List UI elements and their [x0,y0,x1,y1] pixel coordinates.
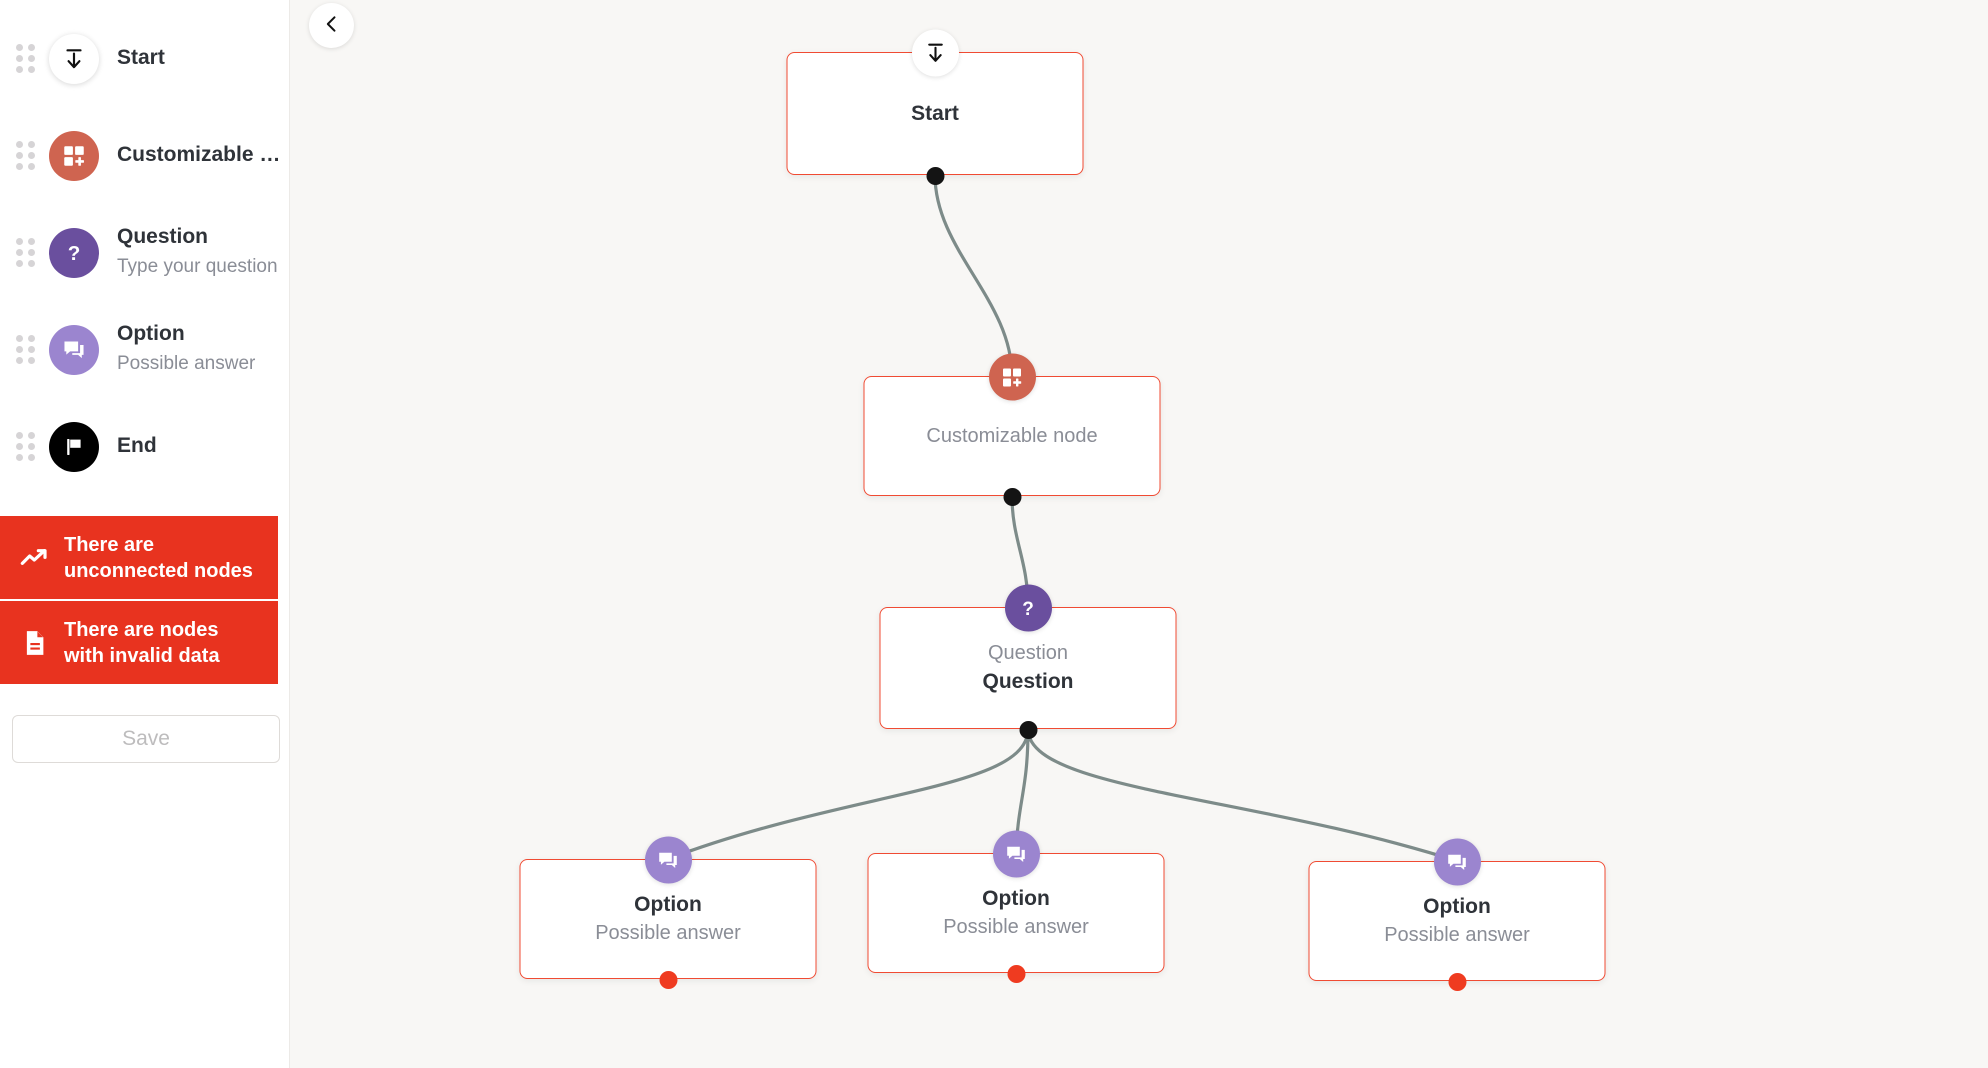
node-source-handle[interactable] [1003,488,1021,506]
node-subtitle: Possible answer [595,922,741,944]
chat-bubbles-icon [1433,838,1481,886]
node-type-label: Question [987,642,1069,664]
save-button[interactable]: Save [12,715,280,763]
grid-plus-icon [988,353,1036,401]
edge-question-to-option-3 [1026,727,1459,863]
palette-item-label: Question [117,225,209,249]
question-mark-icon: ? [49,227,99,278]
palette-item-option[interactable]: Option Possible answer [0,301,289,398]
node-title: Option [982,887,1050,910]
node-option-1[interactable]: Option Possible answer [519,836,817,989]
drag-handle-icon[interactable] [12,141,38,171]
node-source-handle[interactable] [1019,721,1037,739]
palette-item-label: Customizable … [117,143,281,167]
palette-item-subtitle: Type your question [117,256,278,278]
flag-icon [49,421,99,472]
palette-item-subtitle: Possible answer [117,353,256,375]
chat-bubbles-icon [992,830,1040,878]
edge-start-to-customizable [933,173,1014,378]
drag-handle-icon[interactable] [12,432,38,462]
chevron-left-icon [322,14,342,37]
drag-handle-icon[interactable] [12,44,38,74]
warning-text: There are nodes with invalid data [64,618,220,667]
warning-text: There are unconnected nodes [64,533,253,582]
node-start[interactable]: Start [786,29,1084,185]
chat-bubbles-icon [644,836,692,884]
warning-unconnected-nodes[interactable]: There are unconnected nodes [0,516,278,599]
node-title: Question [982,670,1074,693]
palette-item-label: End [117,434,157,458]
drag-handle-icon[interactable] [12,335,38,365]
node-source-handle[interactable] [926,167,944,185]
drag-handle-icon[interactable] [12,238,38,268]
node-title: Customizable node [926,424,1098,447]
node-customizable[interactable]: Customizable node [863,353,1161,506]
svg-text:?: ? [68,242,81,265]
node-palette-sidebar: Start Customizable … ? [0,0,290,1068]
palette-item-end[interactable]: End [0,398,289,495]
flow-canvas[interactable]: Start Customizable node ? Questio [290,0,1988,1068]
trending-up-icon [12,542,58,574]
document-icon [12,628,58,658]
collapse-sidebar-button[interactable] [309,3,354,48]
palette-item-label: Start [117,46,165,70]
node-title: Option [1423,895,1491,918]
node-title: Option [634,893,702,916]
start-arrow-icon [49,33,99,84]
warning-invalid-data[interactable]: There are nodes with invalid data [0,601,278,684]
chat-bubbles-icon [49,324,99,375]
start-arrow-icon [911,29,959,77]
edge-question-to-option-1 [666,727,1030,861]
grid-plus-icon [49,130,99,181]
palette-item-question[interactable]: ? Question Type your question [0,204,289,301]
svg-text:?: ? [1022,599,1034,620]
question-mark-icon: ? [1004,584,1052,632]
node-question[interactable]: ? Question Question [879,584,1177,739]
palette-item-start[interactable]: Start [0,10,289,107]
node-subtitle: Possible answer [943,916,1089,938]
node-option-3[interactable]: Option Possible answer [1308,838,1606,991]
validation-warnings: There are unconnected nodes There are no… [0,516,289,684]
node-source-handle[interactable] [1007,965,1025,983]
palette-item-customizable[interactable]: Customizable … [0,107,289,204]
node-subtitle: Possible answer [1384,924,1530,946]
node-option-2[interactable]: Option Possible answer [867,830,1165,983]
palette-item-label: Option [117,322,185,346]
node-source-handle[interactable] [659,971,677,989]
node-title: Start [911,101,959,125]
node-source-handle[interactable] [1448,973,1466,991]
